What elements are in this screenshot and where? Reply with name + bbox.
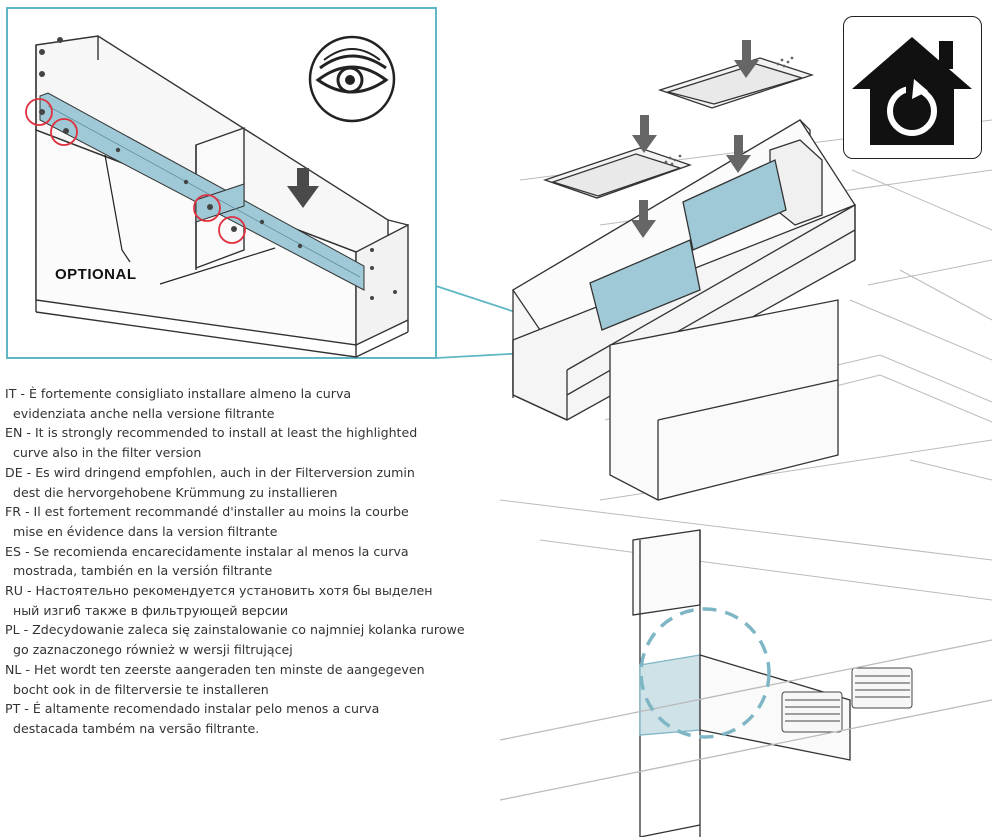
screw-markers: [25, 98, 246, 244]
note-line-1: IT - È fortemente consigliato installare…: [5, 386, 351, 401]
note-line-1: PL - Zdecydowanie zaleca się zainstalowa…: [5, 622, 465, 637]
note-item: ES - Se recomienda encarecidamente insta…: [5, 542, 515, 581]
note-line-1: EN - It is strongly recommended to insta…: [5, 425, 417, 440]
home-recirculation-icon: [843, 16, 982, 159]
hood-assembly: [499, 40, 992, 837]
note-text-line-2: go zaznaczonego również w wersji filtruj…: [13, 642, 293, 658]
optional-label: OPTIONAL: [55, 266, 137, 283]
bend-highlight-circle: [639, 607, 771, 739]
note-text-line-2: bocht ook in de filterversie te installe…: [13, 681, 269, 697]
language-code: FR -: [5, 504, 30, 520]
note-text-line-2: mise en évidence dans la version filtran…: [13, 523, 278, 539]
note-text-line-1: Il est fortement recommandé d'installer …: [29, 504, 409, 520]
multilingual-notes: IT - È fortemente consigliato installare…: [5, 384, 515, 739]
note-text-line-1: Zdecydowanie zaleca się zainstalowanie c…: [28, 622, 465, 638]
language-code: DE -: [5, 464, 32, 480]
note-text-line-1: Se recomienda encarecidamente instalar a…: [29, 543, 409, 559]
note-text-line-1: Настоятельно рекомендуется установить хо…: [31, 583, 433, 599]
note-item: FR - Il est fortement recommandé d'insta…: [5, 502, 515, 541]
note-item: NL - Het wordt ten zeerste aangeraden te…: [5, 660, 515, 699]
note-text-line-2: dest die hervorgehobene Krümmung zu inst…: [13, 484, 338, 500]
note-text-line-1: It is strongly recommended to install at…: [30, 425, 418, 441]
language-code: IT -: [5, 386, 25, 401]
note-text-line-1: È fortemente consigliato installare alme…: [24, 386, 352, 401]
language-code: PT -: [5, 701, 29, 717]
note-item: DE - Es wird dringend empfohlen, auch in…: [5, 463, 515, 502]
note-text-line-1: Het wordt ten zeerste aangeraden ten min…: [30, 661, 425, 677]
note-line-1: PT - É altamente recomendado instalar pe…: [5, 701, 379, 716]
note-text-line-2: ный изгиб также в фильтрующей версии: [13, 602, 289, 618]
note-line-1: DE - Es wird dringend empfohlen, auch in…: [5, 465, 415, 480]
down-arrow-icon: [287, 168, 319, 208]
eye-icon: [308, 35, 396, 123]
language-code: PL -: [5, 622, 29, 638]
down-arrows-icons: [631, 40, 759, 238]
language-code: EN -: [5, 425, 31, 441]
note-line-1: NL - Het wordt ten zeerste aangeraden te…: [5, 662, 425, 677]
note-item: IT - È fortemente consigliato installare…: [5, 384, 515, 423]
note-item: PT - É altamente recomendado instalar pe…: [5, 699, 515, 738]
note-item: PL - Zdecydowanie zaleca się zainstalowa…: [5, 620, 515, 659]
note-text-line-1: É altamente recomendado instalar pelo me…: [28, 701, 380, 717]
note-line-1: FR - Il est fortement recommandé d'insta…: [5, 504, 409, 519]
language-code: ES -: [5, 543, 30, 559]
note-text-line-2: destacada também na versão filtrante.: [13, 720, 260, 736]
note-item: EN - It is strongly recommended to insta…: [5, 423, 515, 462]
language-code: RU -: [5, 583, 32, 599]
detail-inset: [6, 7, 571, 359]
note-text-line-2: mostrada, también en la versión filtrant…: [13, 563, 273, 579]
note-text-line-2: curve also in the filter version: [13, 445, 202, 461]
note-line-1: RU - Настоятельно рекомендуется установи…: [5, 583, 432, 598]
note-text-line-2: evidenziata anche nella versione filtran…: [13, 405, 275, 421]
note-item: RU - Настоятельно рекомендуется установи…: [5, 581, 515, 620]
language-code: NL -: [5, 661, 30, 677]
note-text-line-1: Es wird dringend empfohlen, auch in der …: [31, 464, 415, 480]
note-line-1: ES - Se recomienda encarecidamente insta…: [5, 544, 409, 559]
